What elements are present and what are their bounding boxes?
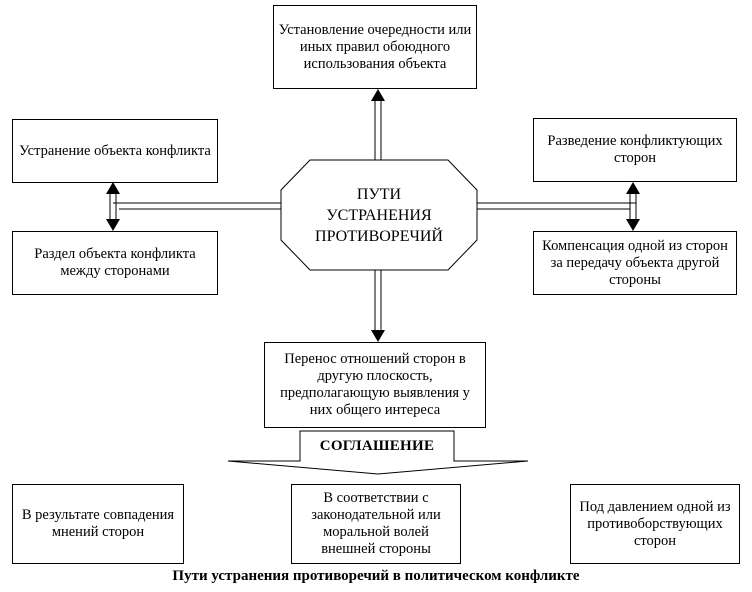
right-double-arrow <box>626 182 640 231</box>
option-box-3: Под давлением одной из противоборствующи… <box>570 484 740 564</box>
box-right-top: Разведение конфликтующих сторон <box>533 118 737 182</box>
option-text-2: В соответствии с законодательной или мор… <box>311 490 441 557</box>
center-title-text: ПУТИ УСТРАНЕНИЯ ПРОТИВОРЕЧИЙ <box>315 185 443 245</box>
left-connector <box>113 202 281 210</box>
arrow-up <box>371 89 385 160</box>
box-left-bottom: Раздел объекта конфликта между сторонами <box>12 231 218 295</box>
box-bottom: Перенос отношений сторон в другую плоско… <box>264 342 486 428</box>
box-top-text: Установление очередности или иных правил… <box>278 21 472 72</box>
option-box-1: В результате совпадения мнений сторон <box>12 484 184 564</box>
figure-caption: Пути устранения противоречий в политичес… <box>172 568 580 584</box>
box-right-top-text: Разведение конфликтующих сторон <box>547 133 723 166</box>
box-right-bottom: Компенсация одной из сторон за передачу … <box>533 231 737 295</box>
box-left-top: Устранение объекта конфликта <box>12 119 218 183</box>
right-connector <box>477 202 636 210</box>
center-title: ПУТИ УСТРАНЕНИЯ ПРОТИВОРЕЧИЙ <box>281 160 477 270</box>
box-right-bottom-text: Компенсация одной из сторон за передачу … <box>542 237 728 288</box>
option-text-1: В результате совпадения мнений сторон <box>21 507 175 540</box>
agreement-label: СОГЛАШЕНИЕ <box>319 437 435 454</box>
box-top: Установление очередности или иных правил… <box>273 5 477 89</box>
agreement-arrow <box>227 430 529 475</box>
option-box-2: В соответствии с законодательной или мор… <box>291 484 461 564</box>
box-left-bottom-text: Раздел объекта конфликта между сторонами <box>34 246 196 279</box>
box-left-top-text: Устранение объекта конфликта <box>19 142 211 159</box>
arrow-down <box>371 270 385 342</box>
box-bottom-text: Перенос отношений сторон в другую плоско… <box>280 351 470 418</box>
option-text-3: Под давлением одной из противоборствующи… <box>579 498 731 549</box>
center-octagon <box>280 159 478 271</box>
left-double-arrow <box>106 182 120 231</box>
